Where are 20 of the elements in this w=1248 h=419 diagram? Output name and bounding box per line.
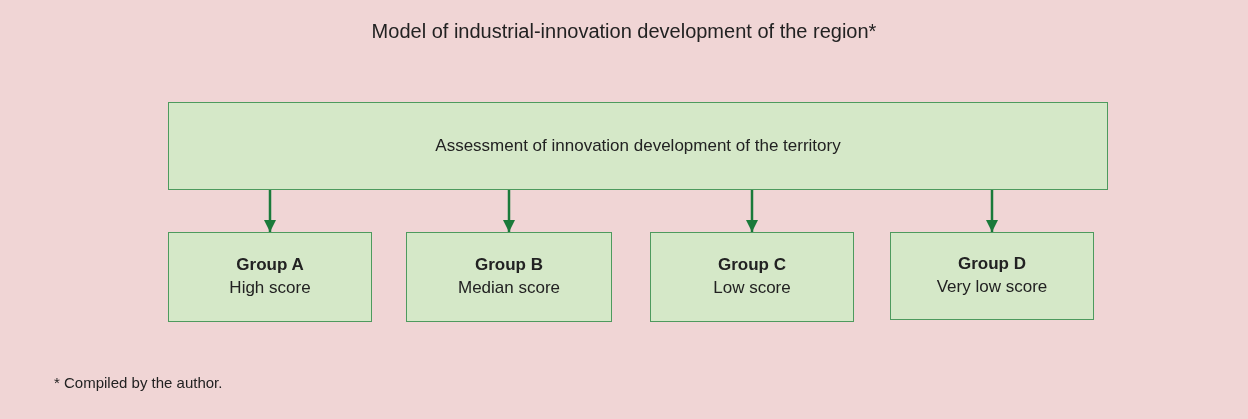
box-heading: Group A	[236, 254, 304, 277]
box-text: Assessment of innovation development of the territory	[435, 134, 841, 157]
box-heading: Group C	[718, 254, 786, 277]
box-text: Low score	[713, 277, 791, 299]
arrow	[985, 190, 999, 232]
process-box	[890, 232, 1094, 320]
process-box	[168, 102, 1108, 190]
arrow	[263, 190, 277, 232]
box-text: High score	[229, 277, 311, 299]
box-heading: Group B	[475, 254, 543, 277]
diagram-title: Model of industrial-innovation development of the region*	[370, 20, 878, 43]
arrow	[502, 190, 516, 232]
box-heading: Group D	[958, 253, 1026, 276]
process-box	[650, 232, 854, 322]
process-box	[168, 232, 372, 322]
box-text: Very low score	[936, 276, 1048, 298]
box-text: Median score	[457, 277, 561, 299]
footnote: * Compiled by the author.	[54, 374, 223, 391]
arrow	[745, 190, 759, 232]
process-box	[406, 232, 612, 322]
